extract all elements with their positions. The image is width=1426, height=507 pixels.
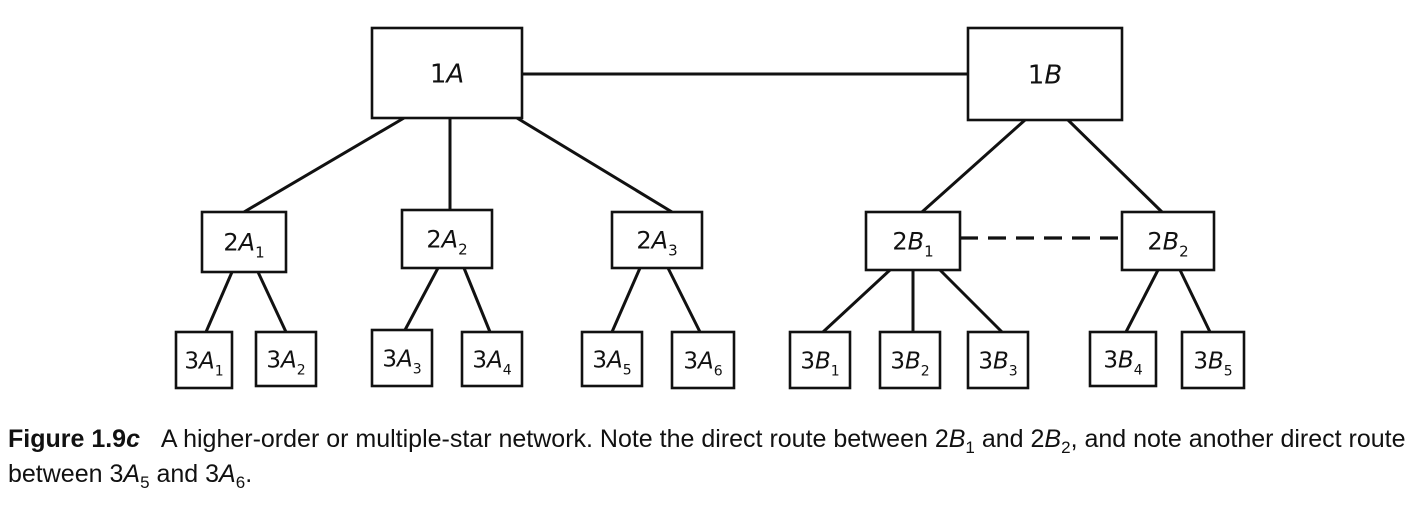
edge-2B2-3B5 xyxy=(1178,269,1212,333)
edge-2A1-3A1 xyxy=(204,271,234,333)
node-3B5: 3B5 xyxy=(1180,330,1246,390)
node-box-3A2 xyxy=(254,330,318,388)
node-box-2A1 xyxy=(200,210,288,274)
node-label-3B3: 3B3 xyxy=(978,348,1017,379)
node-1B: 1B xyxy=(966,26,1124,122)
node-label-3A4: 3A4 xyxy=(472,347,511,378)
network-diagram: 1A 1B 2A1 2A2 2A3 2B1 2B2 3A1 3A2 3A3 3A4 3A5 3A6 3B1… xyxy=(174,26,1246,390)
node-box-2A2 xyxy=(400,208,494,270)
node-box-3A5 xyxy=(580,330,644,388)
node-box-3B5 xyxy=(1180,330,1246,390)
node-box-1A xyxy=(370,26,524,120)
node-box-2B1 xyxy=(864,210,962,272)
node-label-3A2: 3A2 xyxy=(266,347,305,378)
node-box-3B2 xyxy=(878,330,942,390)
node-label-2A1: 2A1 xyxy=(223,229,264,262)
node-label-3A3: 3A3 xyxy=(382,346,421,377)
diagram-nodes: 1A 1B 2A1 2A2 2A3 2B1 2B2 3A1 3A2 3A3 3A4 3A5 3A6 3B1… xyxy=(174,26,1246,390)
node-box-3B3 xyxy=(966,330,1030,390)
node-label-1A: 1A xyxy=(430,59,464,89)
node-2A2: 2A2 xyxy=(400,208,494,270)
caption-figure-label: Figure 1.9c xyxy=(8,425,140,453)
node-label-2A2: 2A2 xyxy=(426,226,467,259)
edge-1B-2B1 xyxy=(921,118,1026,214)
node-label-3B4: 3B4 xyxy=(1103,347,1142,378)
edge-1A-2A1 xyxy=(243,116,405,214)
edge-2A1-3A2 xyxy=(256,271,288,333)
node-3A3: 3A3 xyxy=(370,328,434,388)
node-box-3A4 xyxy=(460,330,524,388)
edge-2A2-3A4 xyxy=(462,267,492,333)
node-3A4: 3A4 xyxy=(460,330,524,388)
node-label-1B: 1B xyxy=(1028,60,1062,90)
diagram-edges xyxy=(204,72,1212,334)
edge-2A3-3A5 xyxy=(610,267,642,333)
node-label-3B2: 3B2 xyxy=(890,348,929,379)
node-box-2A3 xyxy=(610,210,704,270)
node-3B1: 3B1 xyxy=(788,330,852,390)
node-1A: 1A xyxy=(370,26,524,120)
node-box-3A6 xyxy=(670,330,736,390)
edge-2B1-3B1 xyxy=(821,268,892,334)
node-label-3B1: 3B1 xyxy=(800,348,839,379)
node-label-2B1: 2B1 xyxy=(892,228,933,261)
node-box-3B4 xyxy=(1088,330,1158,388)
node-2A1: 2A1 xyxy=(200,210,288,274)
edge-2A3-3A6 xyxy=(666,267,702,333)
node-label-3B5: 3B5 xyxy=(1193,348,1232,379)
node-2B1: 2B1 xyxy=(864,210,962,272)
node-3B2: 3B2 xyxy=(878,330,942,390)
node-label-3A6: 3A6 xyxy=(683,348,722,379)
node-label-2A3: 2A3 xyxy=(636,227,677,260)
figure-caption: Figure 1.9c A higher-order or multiple-s… xyxy=(8,425,1406,492)
node-3B3: 3B3 xyxy=(966,330,1030,390)
node-label-3A5: 3A5 xyxy=(592,347,631,378)
edge-2B2-3B4 xyxy=(1124,269,1160,333)
node-label-2B2: 2B2 xyxy=(1147,228,1188,261)
node-3A6: 3A6 xyxy=(670,330,736,390)
edge-2A2-3A3 xyxy=(403,267,440,331)
node-2A3: 2A3 xyxy=(610,210,704,270)
node-box-3B1 xyxy=(788,330,852,390)
node-label-3A1: 3A1 xyxy=(184,348,223,379)
edge-1A-2A3 xyxy=(516,116,673,214)
node-box-1B xyxy=(966,26,1124,122)
node-3A1: 3A1 xyxy=(174,330,234,390)
node-3B4: 3B4 xyxy=(1088,330,1158,388)
node-box-3A3 xyxy=(370,328,434,388)
node-3A5: 3A5 xyxy=(580,330,644,388)
edge-2B1-3B3 xyxy=(938,268,1004,334)
edge-1B-2B2 xyxy=(1066,118,1164,214)
node-box-3A1 xyxy=(174,330,234,390)
node-box-2B2 xyxy=(1120,210,1216,272)
node-3A2: 3A2 xyxy=(254,330,318,388)
node-2B2: 2B2 xyxy=(1120,210,1216,272)
